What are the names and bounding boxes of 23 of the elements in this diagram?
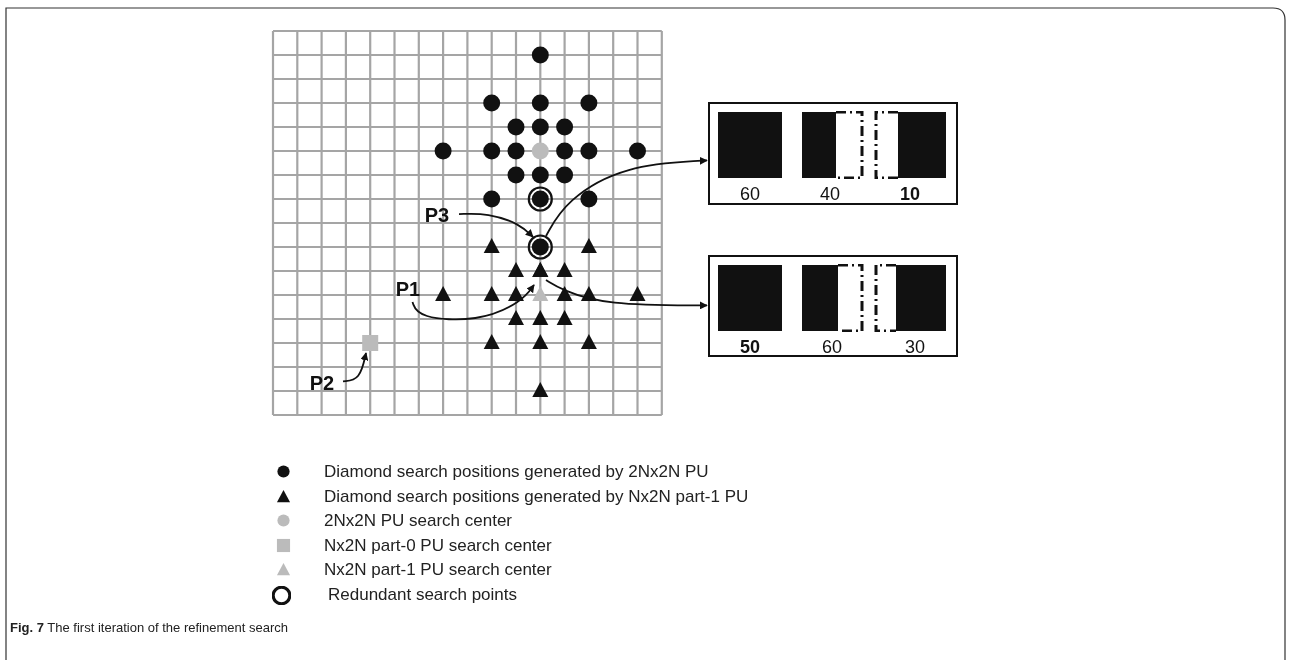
point-label: P1	[388, 277, 428, 301]
value-label: 40	[820, 184, 841, 204]
value-label: 60	[822, 337, 843, 357]
value-label: 10	[900, 184, 921, 204]
legend-label: 2Nx2N PU search center	[324, 511, 513, 531]
figure-caption: Fig. 7 The first iteration of the refinement search	[10, 620, 288, 635]
arrow	[458, 212, 534, 238]
legend-label: Nx2N part-0 PU search center	[324, 535, 552, 556]
legend-label: Diamond search positions generated by Nx2N part-1 PU	[324, 486, 749, 507]
partition-panel	[708, 255, 958, 357]
value-label: 50	[740, 337, 761, 357]
arrow	[342, 352, 369, 383]
legend-label: Redundant search points	[328, 584, 518, 605]
value-label: 60	[740, 184, 761, 204]
value-label: 30	[905, 337, 926, 357]
point-label: P3	[416, 203, 458, 227]
legend-label: Diamond search positions generated by 2Nx2N PU	[324, 462, 709, 482]
arrow	[411, 284, 535, 321]
arrow	[545, 279, 708, 310]
partition-panel	[708, 102, 958, 205]
arrow	[545, 156, 708, 237]
legend-label: Nx2N part-1 PU search center	[324, 560, 552, 580]
point-label: P2	[302, 371, 342, 395]
